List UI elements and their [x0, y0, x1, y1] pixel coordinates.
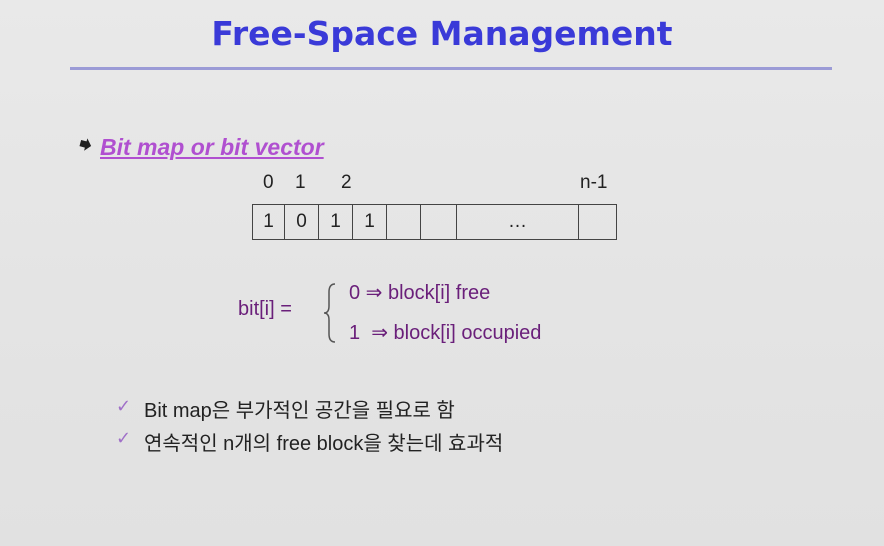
index-label-n-1: n-1 [580, 172, 608, 193]
check-icon: ✓ [116, 396, 132, 416]
index-label-2: 2 [341, 172, 352, 193]
bit-cell: 0 [284, 204, 318, 240]
bit-cell [578, 204, 617, 240]
bit-definition-label: bit[i] = [238, 298, 292, 320]
bullet-point: 연속적인 n개의 free block을 찾는데 효과적 [144, 433, 504, 455]
section-heading: Bit map or bit vector [100, 134, 324, 160]
bit-cell: 1 [318, 204, 352, 240]
bit-cell [386, 204, 420, 240]
index-label-1: 1 [295, 172, 306, 193]
curly-brace-icon [323, 283, 336, 343]
bit-cell [420, 204, 456, 240]
rule-occupied: 1 ⇒ block[i] occupied [349, 322, 542, 344]
bit-cell: 1 [252, 204, 284, 240]
bit-cell: 1 [352, 204, 386, 240]
index-label-0: 0 [263, 172, 274, 193]
bit-cell-ellipsis: … [456, 204, 578, 240]
title-underline [70, 67, 832, 70]
rule-free: 0 ⇒ block[i] free [349, 282, 491, 304]
bullet-point: Bit map은 부가적인 공간을 필요로 함 [144, 400, 455, 422]
check-icon: ✓ [116, 428, 132, 448]
slide-title: Free-Space Management [211, 14, 673, 53]
arrow-bullet-icon [79, 138, 92, 151]
